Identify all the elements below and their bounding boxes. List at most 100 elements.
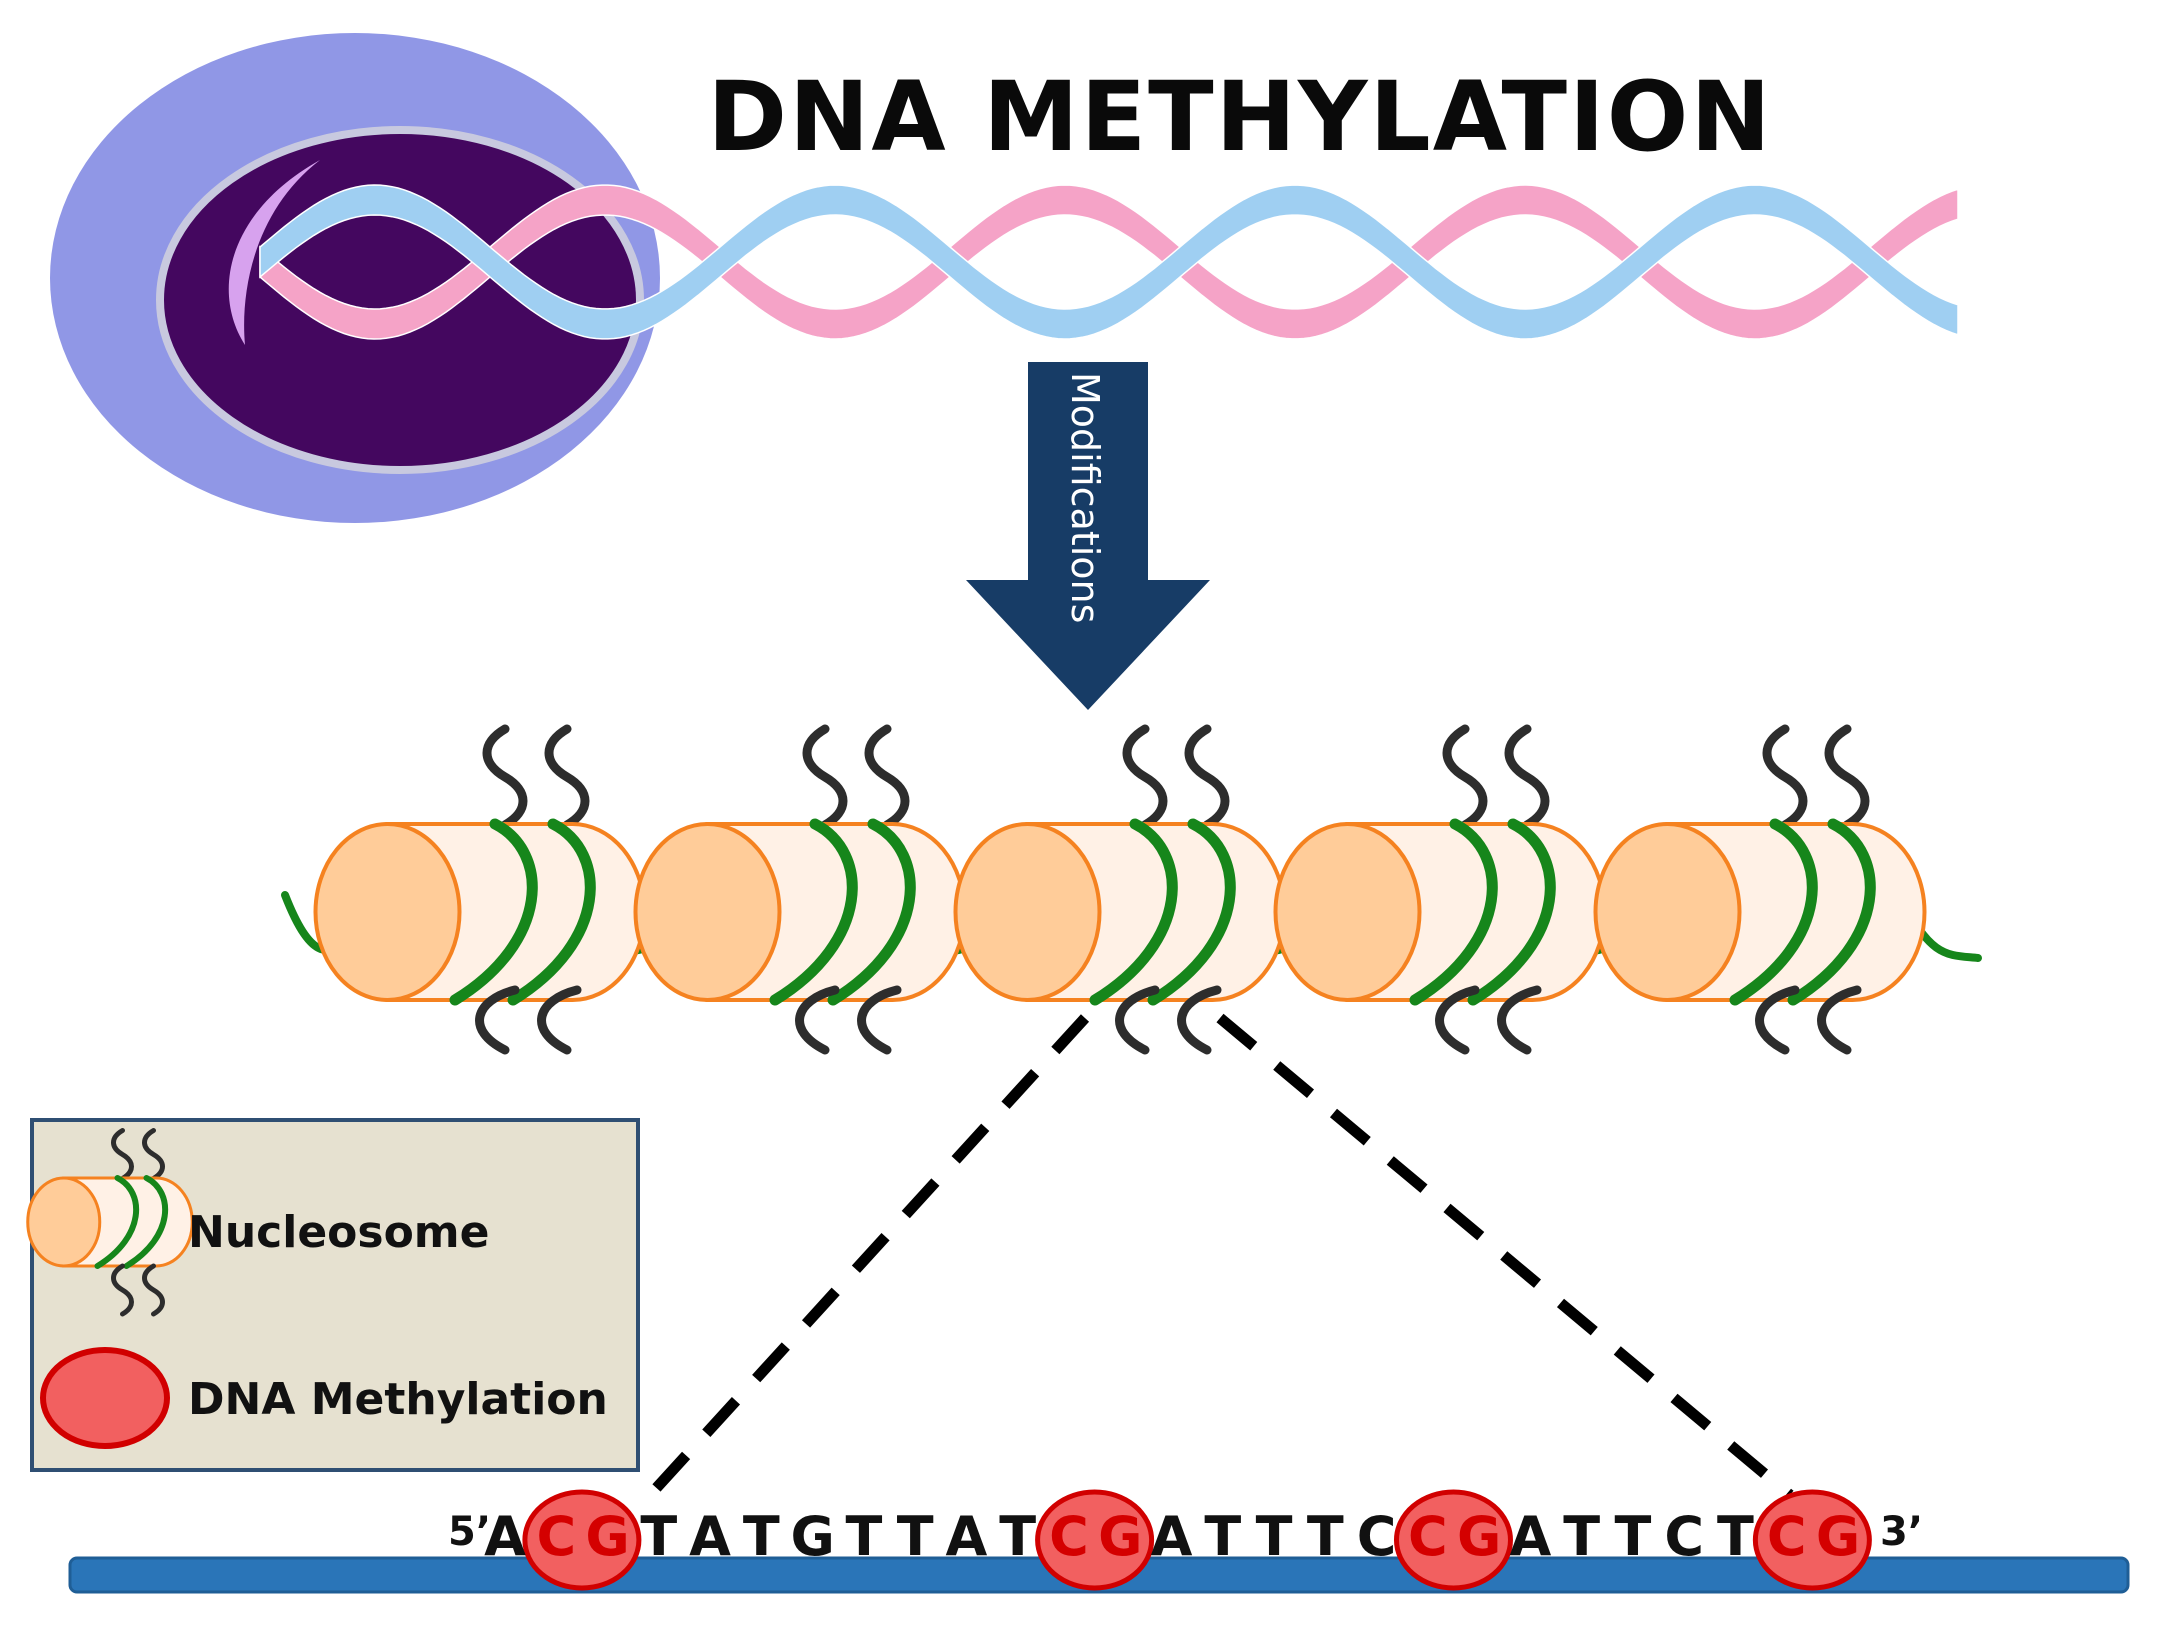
histone-tail-top <box>1184 724 1230 830</box>
base: T <box>1563 1505 1600 1568</box>
histone-tail-bottom <box>1177 985 1222 1055</box>
modifications-arrow: Modifications <box>966 362 1210 710</box>
base: T <box>1256 1505 1293 1568</box>
dna-wrap <box>1729 818 1818 1006</box>
nucleosome-5 <box>1593 724 1927 1055</box>
legend-tail-top <box>111 1128 134 1181</box>
methylated-base: G <box>1098 1505 1142 1568</box>
histone-tail-bottom <box>1435 985 1480 1055</box>
base: A <box>946 1505 988 1568</box>
methylation-marker <box>1752 1489 1872 1591</box>
three-prime-label: 3’ <box>1880 1509 1923 1555</box>
base: G <box>790 1505 834 1568</box>
base: A <box>1151 1505 1193 1568</box>
histone-tail-top <box>864 724 910 830</box>
methylated-base: G <box>1816 1505 1860 1568</box>
histone-tail-bottom <box>857 985 902 1055</box>
legend-dna-wrap <box>94 1175 140 1269</box>
base: A <box>484 1505 526 1568</box>
base: C <box>1664 1505 1704 1568</box>
histone-tail-top <box>482 724 528 830</box>
histone-tail-top <box>802 724 848 830</box>
strand-blue <box>259 184 1959 340</box>
nucleosome-3 <box>953 724 1287 1055</box>
base: A <box>1509 1505 1551 1568</box>
nucleus <box>156 126 644 474</box>
histone-tail-bottom <box>1497 985 1542 1055</box>
down-arrow-shape <box>966 362 1210 710</box>
methylated-base: G <box>585 1505 629 1568</box>
nucleosomes <box>313 724 1927 1055</box>
strand-pink <box>259 184 1959 340</box>
base: A <box>689 1505 731 1568</box>
methylation-markers <box>522 1489 1872 1591</box>
base: T <box>1204 1505 1241 1568</box>
base: T <box>897 1505 934 1568</box>
histone-tail-top <box>1442 724 1488 830</box>
dna-wrap <box>827 818 916 1006</box>
nucleosome-2 <box>633 724 967 1055</box>
dna-wrap <box>1089 818 1178 1006</box>
histone-core-face <box>1593 822 1742 1002</box>
methylated-base: C <box>536 1505 576 1568</box>
methylated-base: C <box>1408 1505 1448 1568</box>
modifications-label: Modifications <box>1063 372 1107 623</box>
legend-label-nucleosome: Nucleosome <box>188 1207 490 1258</box>
base: T <box>640 1505 677 1568</box>
histone-tail-bottom <box>1115 985 1160 1055</box>
legend-label-dna-methylation: DNA Methylation <box>188 1374 608 1425</box>
histone-tail-bottom <box>1817 985 1862 1055</box>
dna-wrap <box>1147 818 1236 1006</box>
nucleosome-chain <box>281 724 1982 1055</box>
nucleosome-4 <box>1273 724 1607 1055</box>
histone-tail-top <box>1824 724 1870 830</box>
zoom-lines <box>645 1013 1794 1500</box>
histone-tail-bottom <box>1755 985 1800 1055</box>
dna-double-helix <box>259 184 1959 340</box>
methylation-marker-icon <box>40 1347 170 1449</box>
five-prime-label: 5’ <box>448 1509 491 1555</box>
dna-wrap <box>1787 818 1876 1006</box>
legend-dna-wrap <box>123 1175 169 1269</box>
nucleosome-1 <box>313 724 647 1055</box>
base: T <box>845 1505 882 1568</box>
histone-core-face <box>313 822 462 1002</box>
dna-wrap <box>769 818 858 1006</box>
histone-tail-top <box>544 724 590 830</box>
histone-core-face <box>633 822 782 1002</box>
legend-tail-bottom <box>142 1263 165 1317</box>
legend: Nucleosome DNA Methylation <box>26 1118 640 1472</box>
base: C <box>1357 1505 1397 1568</box>
dna-wrap <box>507 818 596 1006</box>
histone-tail-bottom <box>475 985 520 1055</box>
legend-tail-top <box>142 1128 165 1181</box>
dna-wrap <box>1467 818 1556 1006</box>
zoom-line-right <box>1216 1013 1794 1500</box>
methylated-base: C <box>1049 1505 1089 1568</box>
base: T <box>1307 1505 1344 1568</box>
methylated-base: C <box>1767 1505 1807 1568</box>
nucleosome-icon <box>26 1128 194 1317</box>
base: T <box>1717 1505 1754 1568</box>
legend-core-face <box>26 1176 102 1268</box>
methylated-base: G <box>1457 1505 1501 1568</box>
base: T <box>999 1505 1036 1568</box>
nucleolus-highlight <box>228 160 320 345</box>
histone-core-face <box>1273 822 1422 1002</box>
histone-tail-top <box>1762 724 1808 830</box>
zoom-line-left <box>645 1014 1090 1499</box>
diagram-title: DNA METHYLATION <box>707 61 1772 173</box>
dna-wrap <box>449 818 538 1006</box>
histone-core-face <box>953 822 1102 1002</box>
base: T <box>743 1505 780 1568</box>
histone-tail-bottom <box>795 985 840 1055</box>
histone-tail-top <box>1504 724 1550 830</box>
histone-tail-top <box>1122 724 1168 830</box>
legend-tail-bottom <box>111 1263 134 1317</box>
methylation-marker <box>522 1489 642 1591</box>
dna-wrap <box>1409 818 1498 1006</box>
